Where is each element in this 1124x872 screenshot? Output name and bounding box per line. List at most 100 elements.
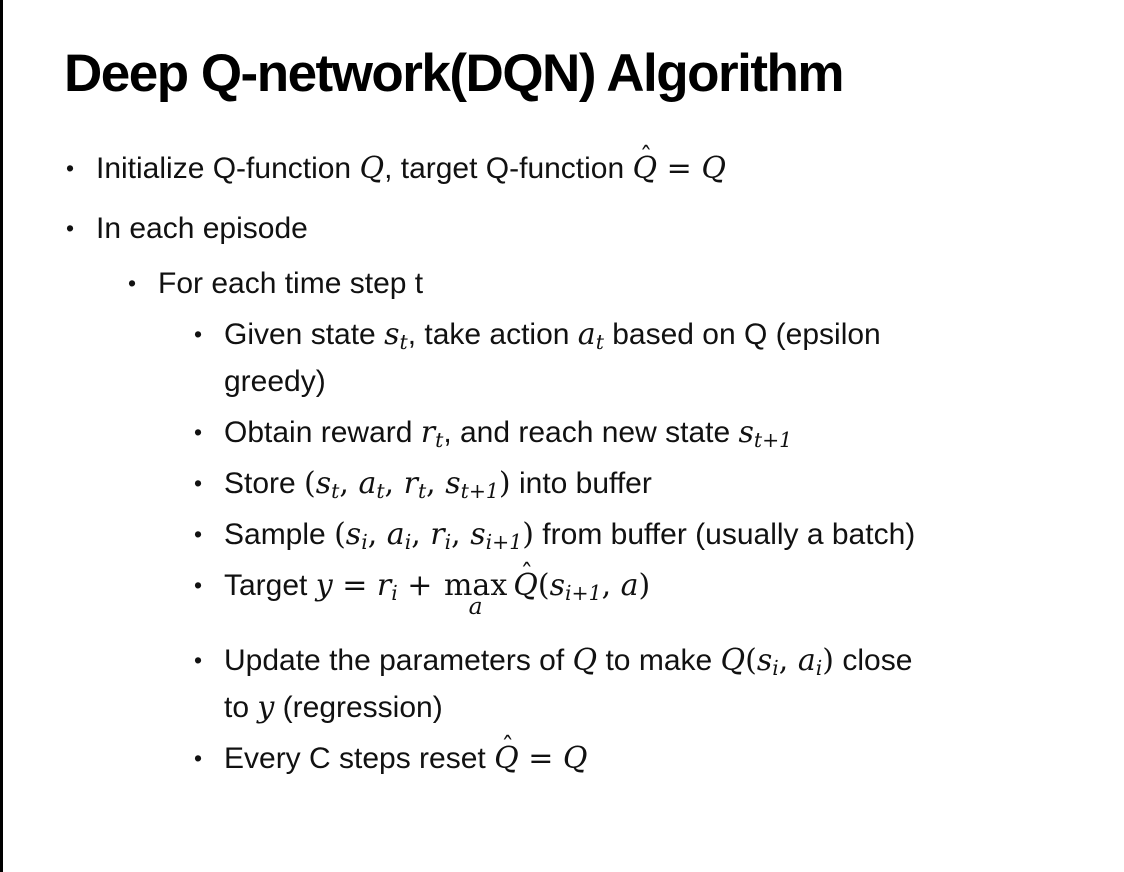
- bullet-text: Store (st, at, rt, st+1) into buffer: [224, 460, 652, 507]
- math-variable: Q: [359, 150, 385, 186]
- bullet-list: •Initialize Q-function Q, target Q-funct…: [64, 145, 1106, 782]
- text-run: into buffer: [510, 466, 652, 500]
- math-operator: (: [334, 516, 346, 552]
- page-title: Deep Q-network(DQN) Algorithm: [64, 44, 844, 103]
- math-operator: ,: [367, 516, 387, 552]
- math-operator: (: [537, 567, 550, 603]
- math-subscripted-variable: si: [345, 516, 368, 555]
- math-operator: ,: [778, 642, 798, 678]
- bullet-text: For each time step t: [158, 260, 423, 307]
- text-run: based on Q (epsilon: [603, 317, 881, 351]
- list-item: • Given state st, take action at based on…: [194, 311, 1106, 405]
- math-operator: (: [745, 642, 757, 678]
- text-run: greedy): [224, 364, 326, 398]
- math-variable: a: [620, 567, 639, 603]
- bullet-glyph: •: [194, 320, 203, 347]
- bullet-text: In each episode: [96, 205, 308, 252]
- bullet-glyph: •: [66, 154, 75, 181]
- math-variable: Q: [572, 642, 598, 678]
- math-operator: ,: [411, 516, 431, 552]
- text-run: to make: [597, 643, 721, 677]
- bullet-glyph: •: [194, 646, 203, 673]
- math-operator: +: [397, 567, 442, 603]
- math-variable: y: [315, 567, 333, 603]
- math-subscripted-variable: si+1: [549, 567, 602, 606]
- math-operator: ): [822, 642, 835, 678]
- slide-left-edge-line: [0, 0, 3, 872]
- math-operator: ,: [384, 465, 404, 501]
- text-run: from buffer (usually a batch): [533, 517, 916, 551]
- text-run: (regression): [274, 690, 443, 724]
- math-subscripted-variable: ri: [376, 567, 398, 606]
- math-operator: ): [638, 567, 651, 603]
- math-operator: ,: [339, 465, 359, 501]
- text-run: Every C steps reset: [224, 741, 495, 775]
- text-run: , and reach new state: [443, 415, 739, 449]
- text-run: Given state: [224, 317, 385, 351]
- text-run: Obtain reward: [224, 415, 421, 449]
- list-item: • Store (st, at, rt, st+1) into buffer: [194, 460, 1106, 507]
- math-variable: y: [257, 689, 275, 725]
- math-operator: =: [332, 567, 377, 603]
- math-subscripted-variable: rt: [403, 465, 427, 504]
- text-run: Sample: [224, 517, 335, 551]
- text-run: Store: [224, 466, 305, 500]
- bullet-text: Sample (si, ai, ri, si+1) from buffer (u…: [224, 511, 915, 558]
- math-variable: Q: [720, 642, 746, 678]
- bullet-glyph: •: [194, 571, 203, 598]
- math-subscripted-variable: rt: [420, 414, 444, 453]
- bullet-glyph: •: [128, 269, 137, 296]
- text-run: In each episode: [96, 211, 308, 245]
- text-run: Initialize Q-function: [96, 151, 360, 185]
- list-item: • In each episode: [66, 205, 1106, 252]
- math-variable: Q: [701, 150, 726, 186]
- math-operator: ): [522, 516, 534, 552]
- math-operator: ,: [451, 516, 471, 552]
- math-operator: ,: [601, 567, 621, 603]
- math-subscripted-variable: si+1: [470, 516, 523, 555]
- math-subscripted-variable: at: [577, 316, 604, 355]
- math-subscripted-variable: ai: [386, 516, 412, 555]
- bullet-text: Obtain reward rt, and reach new state st…: [224, 409, 792, 456]
- math-subscripted-variable: at: [358, 465, 385, 504]
- text-run: , take action: [407, 317, 578, 351]
- list-item: • Sample (si, ai, ri, si+1) from buffer (…: [194, 511, 1106, 558]
- bullet-text: Update the parameters of Q to make Q(si,…: [224, 637, 912, 731]
- math-subscripted-variable: st+1: [445, 465, 499, 504]
- math-subscripted-variable: st: [315, 465, 340, 504]
- text-run: Update the parameters of: [224, 643, 573, 677]
- math-variable: Q: [562, 740, 588, 776]
- list-item: • Obtain reward rt, and reach new state s…: [194, 409, 1106, 456]
- bullet-glyph: •: [66, 214, 75, 241]
- bullet-text: Given state st, take action at based on …: [224, 311, 881, 405]
- math-operator: ,: [426, 465, 446, 501]
- math-subscripted-variable: ri: [430, 516, 452, 555]
- math-operator: =: [657, 150, 702, 186]
- list-item: •Initialize Q-function Q, target Q-funct…: [66, 145, 1106, 192]
- text-run: For each time step t: [158, 266, 424, 300]
- bullet-glyph: •: [194, 744, 203, 771]
- math-operator: (: [304, 465, 316, 501]
- bullet-text: Initialize Q-function Q, target Q-functi…: [96, 145, 726, 192]
- math-subscripted-variable: ai: [797, 642, 823, 681]
- math-subscripted-variable: si: [756, 642, 779, 681]
- list-item: • For each time step t: [128, 260, 1106, 307]
- bullet-glyph: •: [194, 520, 203, 547]
- math-subscripted-variable: st: [384, 316, 408, 355]
- list-item: •Update the parameters of Q to make Q(si…: [194, 637, 1106, 731]
- text-run: , target Q-function: [384, 151, 633, 185]
- bullet-glyph: •: [194, 418, 203, 445]
- math-subscripted-variable: st+1: [738, 414, 793, 453]
- math-operator: =: [518, 740, 563, 776]
- text-run: close: [834, 643, 913, 677]
- text-run: to: [224, 690, 258, 724]
- bullet-glyph: •: [194, 469, 203, 496]
